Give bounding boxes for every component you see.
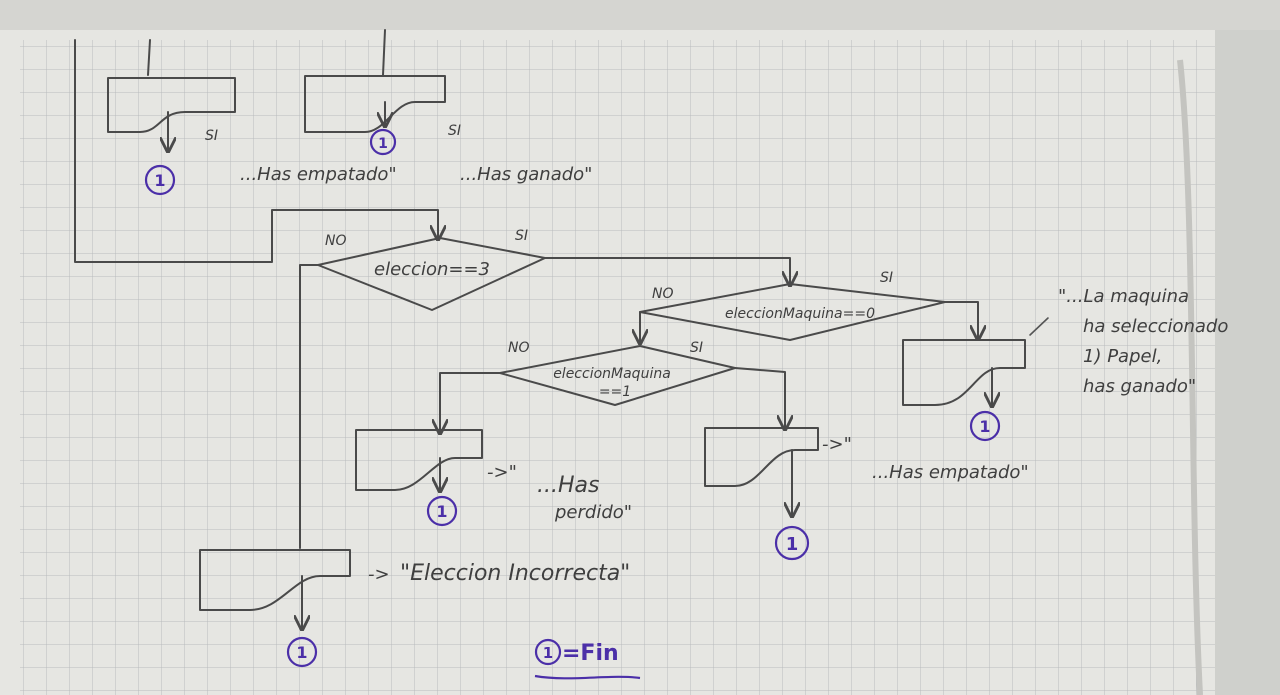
end-connector-label: 1 [154, 171, 165, 190]
end-connector-label: 1 [296, 643, 307, 662]
page-edge-shadow [1215, 0, 1280, 695]
flow-label-si: SI [690, 340, 703, 356]
output-message-ganado-line3: 1) Papel, [1083, 346, 1162, 367]
output-perdido-arrow: ->" [487, 462, 517, 483]
decision-maquina-1-line1: eleccionMaquina [553, 366, 671, 382]
flow-line [440, 372, 501, 432]
output-incorrecta-arrow: -> [368, 564, 390, 585]
flow-label-si: SI [880, 270, 893, 286]
output-pointer [1029, 317, 1049, 336]
output-message-empatado: ...Has empatado" [872, 462, 1029, 483]
output-box-incorrecta [199, 549, 351, 611]
output-message-ganado-line4: has ganado" [1083, 376, 1196, 397]
top-page-strip [0, 0, 1280, 30]
legend-meaning: =Fin [562, 641, 619, 666]
output-message-incorrecta: "Eleccion Incorrecta" [400, 561, 630, 586]
decision-maquina-1-line2: ==1 [599, 384, 631, 400]
output-message-empatado-top: ...Has empatado" [240, 164, 397, 185]
output-box-empatado [704, 427, 819, 487]
flow-line [299, 264, 319, 549]
end-connector-label: 1 [786, 534, 799, 555]
legend-connector-symbol [534, 638, 562, 666]
end-connector [969, 410, 1001, 442]
legend-underline [534, 674, 641, 680]
flow-label-si: SI [515, 228, 528, 244]
flow-line [734, 367, 785, 428]
end-connector [369, 128, 397, 156]
end-connector [286, 636, 318, 668]
end-connector-label: 1 [979, 417, 990, 436]
legend-connector-label: 1 [543, 644, 553, 662]
flow-line [944, 301, 978, 338]
output-box-top-left [107, 77, 236, 133]
flow-line [74, 39, 438, 263]
end-connector-label: 1 [436, 502, 447, 521]
decision-eleccion-3-text: eleccion==3 [374, 259, 490, 280]
end-connector [144, 164, 176, 196]
flow-line [382, 29, 386, 76]
output-box-ganado [902, 339, 1026, 406]
end-connector [426, 495, 458, 527]
flow-label-no: NO [508, 340, 530, 356]
end-connector-label: 1 [378, 136, 388, 152]
decision-maquina-0-text: eleccionMaquina==0 [725, 306, 875, 322]
output-message-perdido-line1: ...Has [537, 473, 599, 498]
flow-label-si: SI [205, 128, 218, 144]
output-box-perdido [355, 429, 483, 491]
flow-line [147, 39, 151, 76]
output-message-perdido-line2: perdido" [554, 502, 632, 523]
page-fold [1177, 59, 1203, 695]
output-message-ganado-top: ...Has ganado" [460, 164, 592, 185]
output-message-ganado-line2: ha seleccionado [1083, 316, 1228, 337]
output-message-ganado-line1: "...La maquina [1058, 286, 1189, 307]
flow-label-si: SI [448, 123, 461, 139]
flow-line [544, 257, 790, 284]
end-connector [774, 525, 810, 561]
flow-label-no: NO [325, 233, 347, 249]
output-empatado-arrow: ->" [822, 434, 852, 455]
flow-label-no: NO [652, 286, 674, 302]
